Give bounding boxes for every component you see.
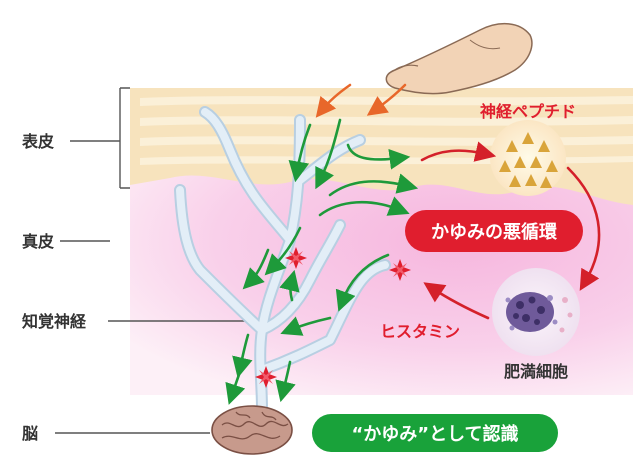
label-brain: 脳 — [22, 424, 38, 443]
label-sensory-nerve: 知覚神経 — [22, 312, 87, 331]
neuropeptide-icon — [490, 120, 566, 196]
recognition-label: “かゆみ”として認識 — [351, 423, 518, 445]
mast-cell-icon — [492, 268, 580, 356]
label-neuropeptide: 神経ペプチド — [480, 102, 576, 121]
vicious-cycle-label: かゆみの悪循環 — [431, 221, 558, 243]
label-mast-cell: 肥満細胞 — [504, 362, 568, 381]
finger-icon — [386, 24, 532, 94]
label-dermis: 真皮 — [22, 232, 54, 251]
label-epidermis: 表皮 — [21, 132, 54, 151]
label-histamine: ヒスタミン — [380, 322, 460, 341]
brain-icon — [212, 406, 292, 454]
